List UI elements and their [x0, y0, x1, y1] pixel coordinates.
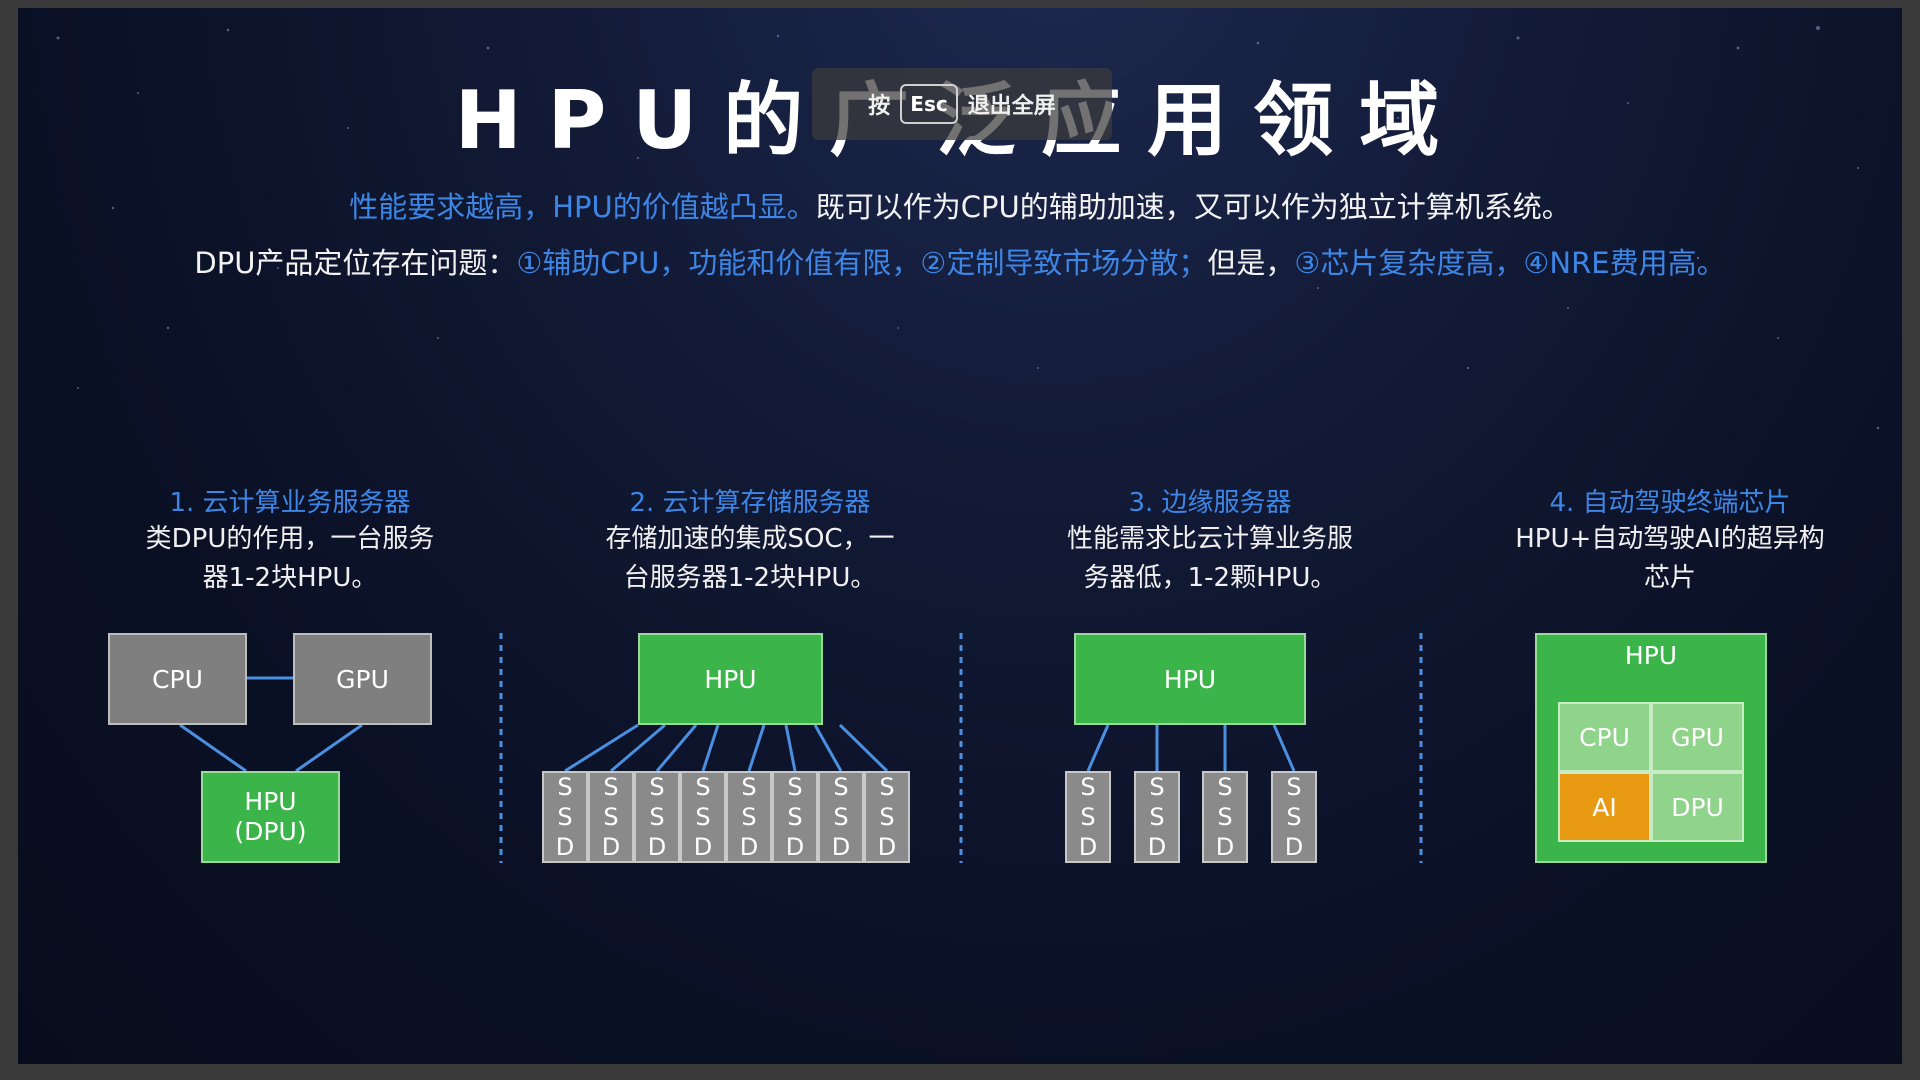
ssd-letter: S — [603, 773, 619, 801]
soc-gpu-box: GPU — [1651, 702, 1744, 772]
intro-line-2: DPU产品定位存在问题：①辅助CPU，功能和价值有限，②定制导致市场分散；但是，… — [18, 240, 1902, 282]
column-2-desc-line-1: 存储加速的集成SOC，一 — [605, 524, 895, 554]
ssd-letter: D — [647, 833, 667, 861]
intro-line-1: 性能要求越高，HPU的价值越凸显。既可以作为CPU的辅助加速，又可以作为独立计算… — [18, 184, 1902, 226]
ssd-letter: S — [1080, 803, 1096, 831]
ssd-letter: S — [603, 803, 619, 831]
ssd-letter: D — [1078, 833, 1098, 861]
ssd-letter: S — [1080, 773, 1096, 801]
ssd-letter: S — [787, 773, 803, 801]
esc-hint-prefix: 按 — [868, 94, 891, 119]
intro-line-2-text-2: 但是， — [1207, 246, 1295, 280]
column-1-title: 1. 云计算业务服务器 — [169, 488, 411, 518]
column-4-desc-line-1: HPU+自动驾驶AI的超异构 — [1515, 524, 1825, 554]
ssd-letter: S — [833, 803, 849, 831]
hpu-dpu-box: HPU (DPU) — [201, 771, 340, 863]
ssd-letter: D — [1147, 833, 1167, 861]
ssd-letter: S — [649, 803, 665, 831]
hpu-dpu-label-1: HPU — [244, 787, 297, 816]
column-2-desc-line-2: 台服务器1-2块HPU。 — [623, 563, 877, 593]
ssd-letter: D — [693, 833, 713, 861]
hpu-soc-label: HPU — [1624, 641, 1678, 670]
ssd-letter: S — [1286, 803, 1302, 831]
intro-line-2-highlight-1: ①辅助CPU，功能和价值有限，②定制导致市场分散； — [516, 246, 1208, 280]
ssd-letter: S — [741, 773, 757, 801]
column-4-desc-line-2: 芯片 — [1643, 563, 1696, 593]
column-1-desc-line-2: 器1-2块HPU。 — [202, 563, 378, 593]
exit-fullscreen-hint: 按 Esc 退出全屏 — [812, 68, 1112, 140]
column-1-desc: 类DPU的作用，一台服务 器1-2块HPU。 — [90, 520, 490, 598]
column-2-title: 2. 云计算存储服务器 — [629, 488, 871, 518]
hpu-box-storage: HPU — [638, 633, 823, 725]
ssd-letter: D — [877, 833, 897, 861]
ssd-letter: S — [879, 773, 895, 801]
column-3-desc: 性能需求比云计算业务服 务器低，1-2颗HPU。 — [1010, 520, 1410, 598]
column-3-title: 3. 边缘服务器 — [1128, 488, 1292, 518]
intro-line-2-highlight-2: ③芯片复杂度高，④NRE费用高。 — [1294, 246, 1726, 280]
slide-stage: HPU的广泛应用领域 按 Esc 退出全屏 性能要求越高，HPU的价值越凸显。既… — [18, 8, 1902, 1064]
column-4-title: 4. 自动驾驶终端芯片 — [1549, 488, 1791, 518]
ssd-letter: D — [1215, 833, 1235, 861]
column-4-desc: HPU+自动驾驶AI的超异构 芯片 — [1470, 520, 1870, 598]
ssd-letter: D — [739, 833, 759, 861]
ssd-letter: D — [785, 833, 805, 861]
ssd-letter: S — [833, 773, 849, 801]
ssd-letter: S — [741, 803, 757, 831]
ssd-letter: S — [649, 773, 665, 801]
ssd-letter: S — [1217, 803, 1233, 831]
ssd-letter: S — [557, 803, 573, 831]
ssd-letter: D — [555, 833, 575, 861]
intro-line-1-text: 既可以作为CPU的辅助加速，又可以作为独立计算机系统。 — [815, 190, 1571, 224]
intro-line-1-highlight: 性能要求越高，HPU的价值越凸显。 — [349, 190, 816, 224]
column-3-desc-line-1: 性能需求比云计算业务服 — [1066, 524, 1353, 554]
ssd-letter: S — [787, 803, 803, 831]
ssd-letter: S — [1149, 773, 1165, 801]
hpu-box-edge: HPU — [1074, 633, 1306, 725]
ssd-letter: D — [831, 833, 851, 861]
cpu-box: CPU — [108, 633, 247, 725]
ssd-letter: S — [695, 803, 711, 831]
ssd-letter: D — [601, 833, 621, 861]
column-1-desc-line-1: 类DPU的作用，一台服务 — [145, 524, 435, 554]
hpu-dpu-label-2: (DPU) — [234, 817, 307, 846]
ssd-letter: S — [1286, 773, 1302, 801]
soc-cpu-box: CPU — [1558, 702, 1651, 772]
ssd-letter: S — [1217, 773, 1233, 801]
ssd-letter: S — [1149, 803, 1165, 831]
column-2-desc: 存储加速的集成SOC，一 台服务器1-2块HPU。 — [550, 520, 950, 598]
esc-hint-suffix: 退出全屏 — [967, 94, 1056, 119]
gpu-box: GPU — [293, 633, 432, 725]
ssd-letter: S — [695, 773, 711, 801]
ssd-letter: S — [557, 773, 573, 801]
ssd-letter: S — [879, 803, 895, 831]
ssd-letter: D — [1284, 833, 1304, 861]
column-3-desc-line-2: 务器低，1-2颗HPU。 — [1083, 563, 1337, 593]
soc-dpu-box: DPU — [1651, 772, 1744, 842]
soc-ai-box: AI — [1558, 772, 1651, 842]
intro-line-2-text-1: DPU产品定位存在问题： — [194, 246, 517, 280]
esc-key-icon: Esc — [900, 84, 958, 124]
